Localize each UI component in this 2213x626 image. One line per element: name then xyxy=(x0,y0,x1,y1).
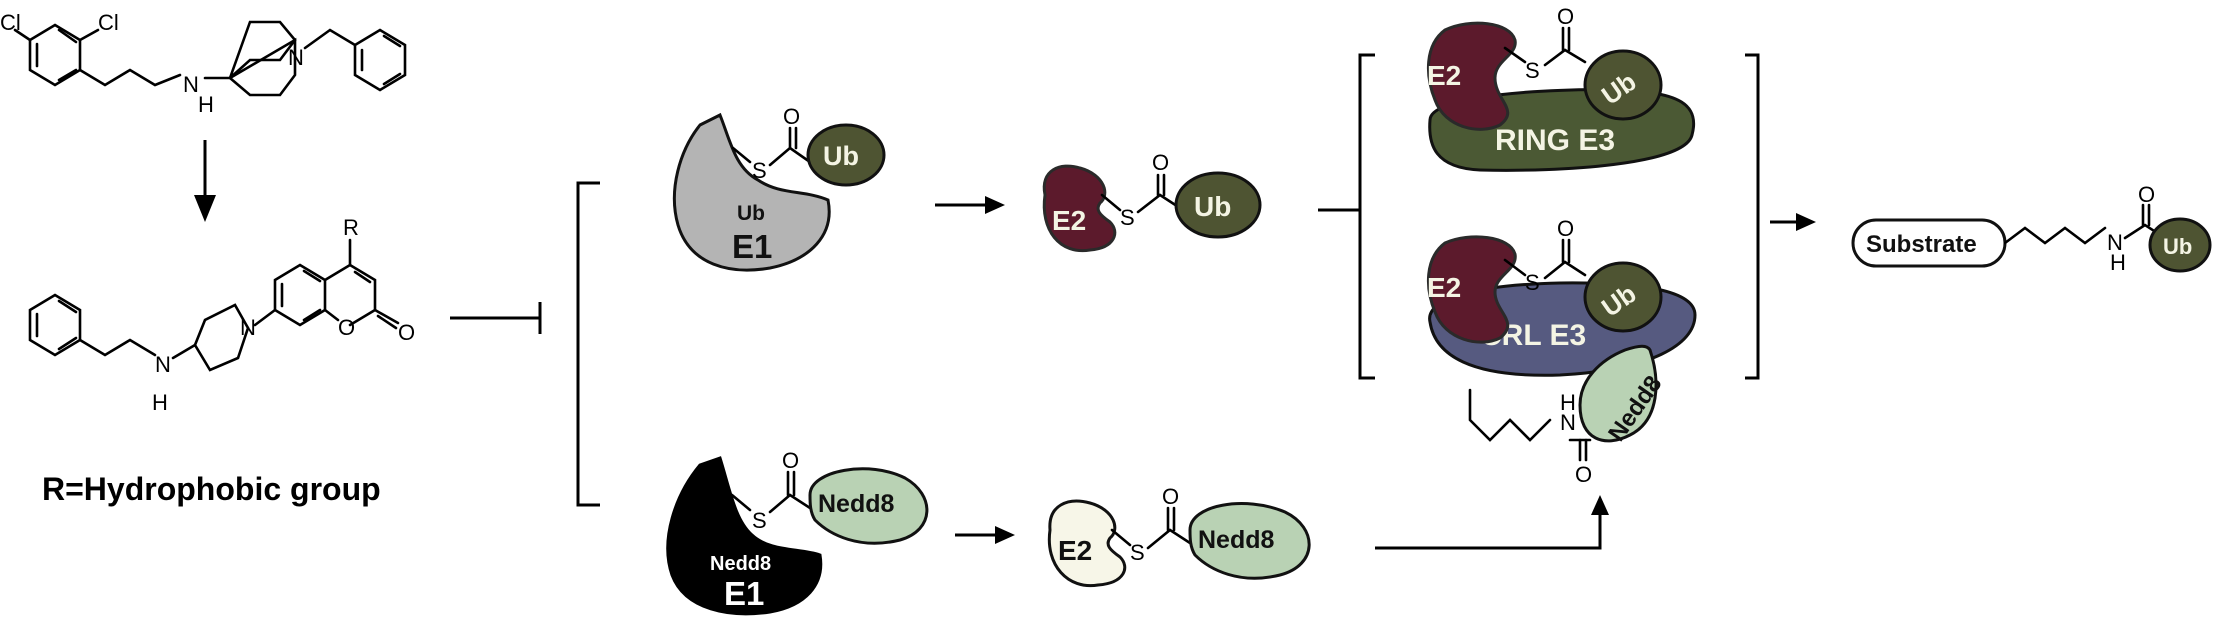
amine2-h-label: H xyxy=(152,390,168,415)
crl-e3-complex: CRL E3 E2 S O Ub Nedd8 H N O xyxy=(1426,216,1697,487)
amine2-n-label: N xyxy=(155,352,171,377)
svg-text:O: O xyxy=(783,104,800,129)
svg-text:S: S xyxy=(1130,540,1145,565)
ub-blob xyxy=(806,123,886,187)
arrow-to-crl xyxy=(1375,512,1602,550)
r-group-label: R xyxy=(343,215,359,240)
chlorine-label-2: Cl xyxy=(98,10,119,35)
svg-text:S: S xyxy=(1525,58,1540,83)
chlorine-label-1: Cl xyxy=(0,10,21,35)
svg-text:Ub: Ub xyxy=(2163,234,2192,259)
svg-text:O: O xyxy=(1575,462,1592,487)
r-group-caption: R=Hydrophobic group xyxy=(42,471,381,507)
svg-text:E2: E2 xyxy=(1427,60,1461,91)
e1-ub-complex: S O Ub Ub E1 xyxy=(672,104,886,272)
svg-text:E2: E2 xyxy=(1427,272,1461,303)
synthesis-arrow xyxy=(194,140,216,222)
piperidine-n-label: N xyxy=(288,45,304,70)
svg-text:E1: E1 xyxy=(732,228,772,265)
svg-text:O: O xyxy=(1152,150,1169,175)
svg-text:Substrate: Substrate xyxy=(1866,231,1977,258)
inhibition-symbol xyxy=(450,302,542,334)
svg-text:Nedd8: Nedd8 xyxy=(1198,526,1275,554)
starting-compound: Cl Cl N H N xyxy=(0,10,407,117)
svg-text:Ub: Ub xyxy=(1194,191,1231,222)
amine-n-label: N xyxy=(183,72,199,97)
svg-text:S: S xyxy=(1525,270,1540,295)
svg-text:N: N xyxy=(2107,230,2123,255)
svg-text:RING E3: RING E3 xyxy=(1495,124,1615,157)
e3-bracket-right xyxy=(1745,53,1760,380)
e1-nedd8-complex: S O Nedd8 Nedd8 E1 xyxy=(666,448,929,616)
svg-text:Ub: Ub xyxy=(737,202,765,225)
svg-text:Ub: Ub xyxy=(823,141,859,171)
svg-text:O: O xyxy=(1557,4,1574,29)
ring-o-label: O xyxy=(338,315,355,340)
svg-text:S: S xyxy=(752,508,767,533)
svg-text:O: O xyxy=(782,448,799,473)
svg-text:Nedd8: Nedd8 xyxy=(818,490,895,518)
svg-text:O: O xyxy=(2138,182,2155,207)
svg-text:E2: E2 xyxy=(1052,205,1086,236)
branch-bracket xyxy=(576,181,600,507)
svg-text:E2: E2 xyxy=(1058,535,1092,566)
e3-bracket-left xyxy=(1358,53,1375,380)
svg-text:O: O xyxy=(1557,216,1574,241)
svg-text:S: S xyxy=(1120,205,1135,230)
svg-text:H: H xyxy=(2110,250,2126,275)
svg-text:N: N xyxy=(1560,410,1576,435)
e2-ub-thioester: E2 S O Ub xyxy=(1042,150,1262,253)
coumarin-inhibitor: N H N R O O xyxy=(28,215,415,415)
ring-e3-complex: RING E3 E2 S O Ub xyxy=(1426,4,1696,172)
svg-text:H: H xyxy=(1560,390,1576,415)
piperidine2-n-label: N xyxy=(240,315,256,340)
svg-text:S: S xyxy=(752,158,767,183)
svg-text:Nedd8: Nedd8 xyxy=(710,553,771,575)
amine-h-label: H xyxy=(198,92,214,117)
svg-text:E1: E1 xyxy=(724,575,764,612)
e2-nedd8-thioester: E2 S O Nedd8 xyxy=(1047,484,1311,588)
ubiquitinated-substrate: Substrate N H O Ub xyxy=(1851,182,2212,275)
carbonyl-o-label: O xyxy=(398,320,415,345)
svg-text:O: O xyxy=(1162,484,1179,509)
